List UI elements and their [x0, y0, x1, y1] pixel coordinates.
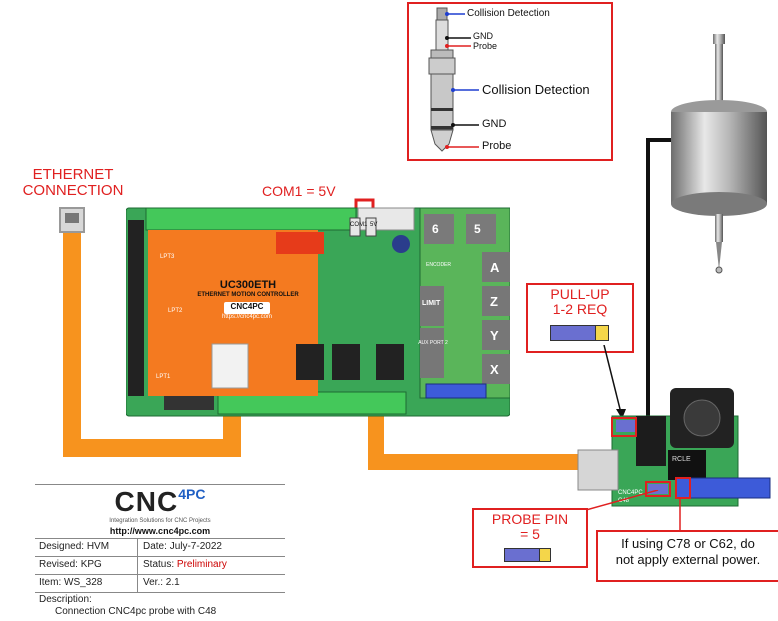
tagline: Integration Solutions for CNC Projects: [109, 518, 211, 524]
company-url: http://www.cnc4pc.com: [109, 526, 211, 536]
port-label-lpt3: LPT3: [160, 254, 175, 260]
c48-graphic: [577, 388, 771, 507]
pullup-arrow: [603, 345, 626, 419]
ethernet-jack-icon: [59, 207, 85, 233]
five-v-jumper-label: 5V: [370, 222, 378, 228]
rj45-socket: [211, 343, 249, 389]
item-row: Item: WS_328: [39, 577, 103, 588]
board-model: UC300ETH: [219, 279, 277, 291]
ethernet-label: ETHERNET CONNECTION: [22, 166, 124, 199]
warning-callout: If using C78 or C62, do not apply extern…: [596, 530, 778, 582]
c48-relay-text: RCLE: [672, 456, 691, 463]
pullup-label: PULL-UP 1-2 REQ: [550, 286, 610, 317]
uc300eth-board: UC300ETH ETHERNET MOTION CONTROLLER CNC4…: [125, 204, 511, 420]
pullup-jumper-icon: [550, 325, 609, 341]
encoder-label: ENCODER: [426, 262, 452, 268]
status-row: Status: Preliminary: [143, 559, 227, 570]
board-brand-logo: CNC4PC: [224, 302, 270, 314]
probe-icon: [671, 34, 767, 274]
description-label: Description:: [39, 594, 92, 605]
lpt-header: [128, 220, 144, 396]
probe-pin-jumper-icon: [504, 548, 551, 562]
limit-label: LIMIT: [422, 300, 441, 307]
collision-detection-small-label: Collision Detection: [467, 8, 550, 19]
title-block: CNC4PC Integration Solutions for CNC Pro…: [35, 484, 285, 618]
revised-row: Revised: KPG: [39, 559, 102, 570]
ver-row: Ver.: 2.1: [143, 577, 180, 588]
board-subtitle: ETHERNET MOTION CONTROLLER: [197, 292, 299, 298]
gnd-small-label: GND: [473, 31, 493, 41]
c48-brand: CNC4PC: [618, 490, 643, 496]
board-url: https://cnc4pc.com: [221, 314, 273, 320]
com1-label: COM1 = 5V: [262, 183, 336, 199]
aux-6-label: 6: [432, 222, 439, 236]
cnc4pc-logo: CNC4PC: [114, 486, 206, 517]
port-label-lpt2: LPT2: [168, 308, 183, 314]
probe-label: Probe: [482, 140, 512, 152]
date-row: Date: July-7-2022: [143, 541, 222, 552]
axis-a-label: A: [490, 260, 500, 275]
c48-board: RCLE CNC4PC C48: [576, 386, 774, 516]
plug-diagram: Collision Detection GND Probe Collision …: [407, 2, 613, 161]
port-label-lpt1: LPT1: [156, 374, 171, 380]
callout-leaders: [585, 490, 681, 530]
probe-pin-callout: PROBE PIN = 5: [472, 508, 588, 568]
aux-5-label: 5: [474, 222, 481, 236]
warning-text: If using C78 or C62, do not apply extern…: [615, 536, 761, 568]
com1-jumper-label: COM1: [350, 222, 368, 228]
probe-small-label: Probe: [473, 41, 498, 51]
probe-pin-label: PROBE PIN = 5: [491, 511, 569, 542]
description-value: Connection CNC4pc probe with C48: [55, 606, 217, 617]
collision-detection-label: Collision Detection: [482, 82, 590, 97]
designed-row: Designed: HVM: [39, 541, 110, 552]
pullup-callout: PULL-UP 1-2 REQ: [526, 283, 634, 353]
trs-plug-icon: [428, 7, 479, 152]
board-graphic: [125, 207, 511, 417]
axis-x-label: X: [490, 362, 499, 377]
aux-port-label: AUX PORT 2: [418, 340, 448, 346]
gnd-label: GND: [482, 118, 507, 130]
axis-z-label: Z: [490, 294, 498, 309]
c48-model: C48: [618, 498, 630, 504]
axis-y-label: Y: [490, 328, 499, 343]
